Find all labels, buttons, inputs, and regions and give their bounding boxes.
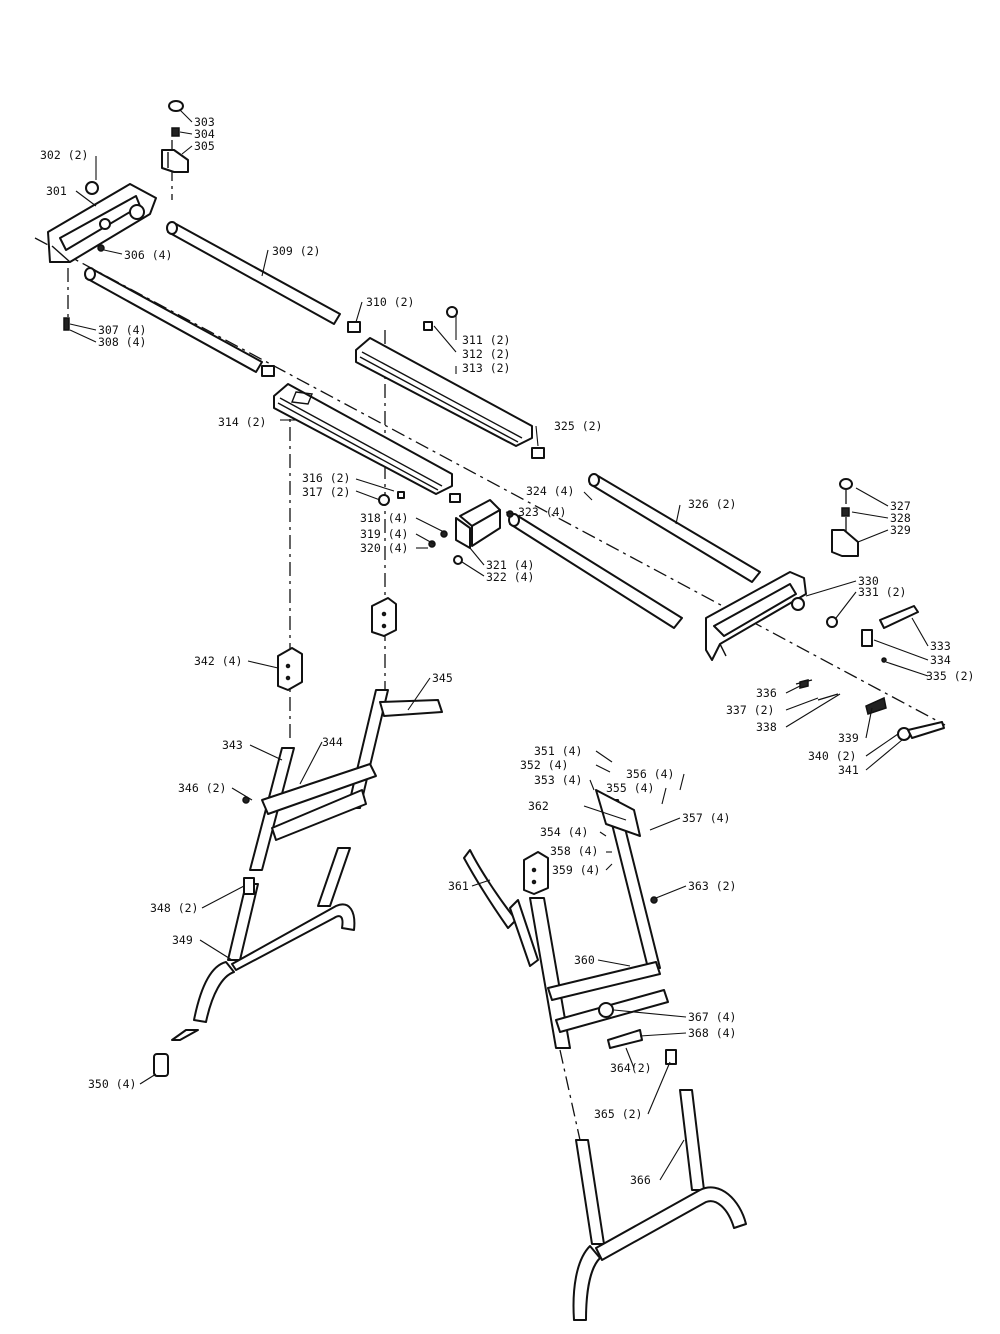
callout-330: 330 (858, 574, 879, 588)
callout-336: 336 (756, 686, 777, 700)
callout-335: 335 (2) (926, 669, 974, 683)
callout-331: 331 (2) (858, 585, 906, 599)
callout-365: 365 (2) (594, 1107, 642, 1121)
callout-343: 343 (222, 738, 243, 752)
callout-labels: 303 304 305 302 (2) 301 306 (4) 309 (2) … (40, 115, 974, 1187)
callout-319: 319 (4) (360, 527, 408, 541)
leg-brackets (277, 597, 549, 895)
callout-344: 344 (322, 735, 343, 749)
right-leg-frame (463, 789, 747, 1321)
callout-350: 350 (4) (88, 1077, 136, 1091)
callout-359: 359 (4) (552, 863, 600, 877)
leader-lines (69, 109, 929, 1181)
end-bracket-right (705, 571, 838, 661)
callout-312: 312 (2) (462, 347, 510, 361)
callout-349: 349 (172, 933, 193, 947)
clamp-parts-left (63, 100, 189, 331)
callout-368: 368 (4) (688, 1026, 736, 1040)
callout-356: 356 (4) (626, 767, 674, 781)
callout-308: 308 (4) (98, 335, 146, 349)
callout-337: 337 (2) (726, 703, 774, 717)
callout-361: 361 (448, 879, 469, 893)
assembly-centerlines (34, 140, 946, 1141)
callout-340: 340 (2) (808, 749, 856, 763)
callout-355: 355 (4) (606, 781, 654, 795)
callout-364: 364(2) (610, 1061, 652, 1075)
callout-321: 321 (4) (486, 558, 534, 572)
callout-310: 310 (2) (366, 295, 414, 309)
callout-326: 326 (2) (688, 497, 736, 511)
callout-325: 325 (2) (554, 419, 602, 433)
callout-323: 323 (4) (518, 505, 566, 519)
callout-345: 345 (432, 671, 453, 685)
callout-302: 302 (2) (40, 148, 88, 162)
callout-352: 352 (4) (520, 758, 568, 772)
callout-301: 301 (46, 184, 67, 198)
callout-334: 334 (930, 653, 951, 667)
callout-341: 341 (838, 763, 859, 777)
callout-324: 324 (4) (526, 484, 574, 498)
callout-357: 357 (4) (682, 811, 730, 825)
callout-304: 304 (194, 127, 215, 141)
callout-306: 306 (4) (124, 248, 172, 262)
extension-rails (273, 306, 545, 506)
callout-327: 327 (890, 499, 911, 513)
callout-367: 367 (4) (688, 1010, 736, 1024)
extension-tubes (84, 221, 761, 629)
knob-302 (85, 181, 99, 195)
clamp-parts-right (831, 478, 859, 557)
callout-313: 313 (2) (462, 361, 510, 375)
callout-360: 360 (574, 953, 595, 967)
callout-339: 339 (838, 731, 859, 745)
callout-358: 358 (4) (550, 844, 598, 858)
callout-342: 342 (4) (194, 654, 242, 668)
callout-351: 351 (4) (534, 744, 582, 758)
callout-317: 317 (2) (302, 485, 350, 499)
callout-354: 354 (4) (540, 825, 588, 839)
callout-305: 305 (194, 139, 215, 153)
callout-353: 353 (4) (534, 773, 582, 787)
callout-320: 320 (4) (360, 541, 408, 555)
callout-322: 322 (4) (486, 570, 534, 584)
callout-314: 314 (2) (218, 415, 266, 429)
callout-363: 363 (2) (688, 879, 736, 893)
callout-329: 329 (890, 523, 911, 537)
callout-362: 362 (528, 799, 549, 813)
callout-316: 316 (2) (302, 471, 350, 485)
stop-assembly-right (795, 605, 945, 741)
left-leg-frame (153, 689, 443, 1077)
callout-348: 348 (2) (150, 901, 198, 915)
callout-303: 303 (194, 115, 215, 129)
callout-307: 307 (4) (98, 323, 146, 337)
callout-318: 318 (4) (360, 511, 408, 525)
callout-309: 309 (2) (272, 244, 320, 258)
callout-311: 311 (2) (462, 333, 510, 347)
callout-328: 328 (890, 511, 911, 525)
callout-333: 333 (930, 639, 951, 653)
callout-338: 338 (756, 720, 777, 734)
callout-366: 366 (630, 1173, 651, 1187)
end-bracket-left (47, 181, 157, 263)
callout-346: 346 (2) (178, 781, 226, 795)
center-support-bracket (428, 499, 514, 565)
